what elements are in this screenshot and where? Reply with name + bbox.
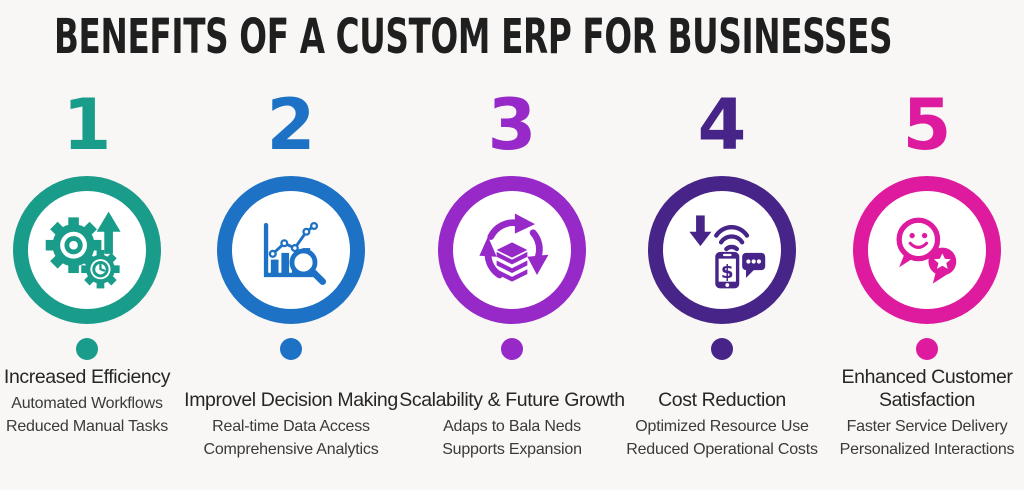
icon-circle-1 [13,176,161,324]
icon-circle-2 [217,176,365,324]
benefit-column-4: 4 $ Cost Reduction Optimized Resource Us… [602,0,842,490]
benefit-line: Automated Workflows [11,395,163,412]
benefit-line: Comprehensive Analytics [203,440,379,458]
benefit-text-4: Cost Reduction Optimized Resource Use Re… [602,389,842,461]
connector-dot-5 [916,338,938,360]
phone-dollar-wifi-chat-icon: $ [689,215,766,289]
benefit-line: Faster Service Delivery [846,418,1008,435]
step-number-4: 4 [697,84,747,166]
connector-dot-3 [501,338,523,360]
benefit-line: Reduced Manual Tasks [5,417,169,435]
icon-circle-5 [853,176,1001,324]
cycle-arrows-database-icon [479,213,549,282]
step-number-3: 3 [487,84,537,166]
benefit-line: Supports Expansion [442,440,582,458]
benefit-text-1: Increased Efficiency Automated Workflows… [0,366,207,438]
benefit-column-1: 1 [0,0,207,490]
benefit-line: Reduced Operational Costs [626,440,818,458]
benefit-line: Adaps to Bala Neds [443,418,581,435]
benefit-column-3: 3 Scalability & Future Growth Adaps to B… [392,0,632,490]
connector-dot-1 [76,338,98,360]
benefit-heading-1: Increased Efficiency [3,366,171,388]
connector-dot-2 [280,338,302,360]
connector-dot-4 [711,338,733,360]
step-number-1: 1 [62,84,112,166]
benefit-line: Personalized Interactions [839,440,1015,458]
benefit-text-3: Scalability & Future Growth Adaps to Bal… [392,389,632,461]
benefit-line: Real-time Data Access [212,418,370,435]
benefit-line: Optimized Resource Use [635,418,809,435]
benefit-heading-4: Cost Reduction [658,389,786,411]
benefit-column-2: 2 Improvel Decision Making Real-time Dat… [171,0,411,490]
benefit-heading-2: Improvel Decision Making [184,389,398,411]
page-title: BENEFITS OF A CUSTOM ERP FOR BUSINESSES [54,9,893,65]
smiley-star-chat-bubbles-icon [896,217,957,284]
benefit-heading-5: Enhanced Customer Satisfaction [841,366,1013,411]
benefit-text-2: Improvel Decision Making Real-time Data … [171,389,411,461]
gears-arrow-clock-icon [45,211,121,289]
bar-chart-magnifier-icon [263,221,327,286]
svg-text:$: $ [721,262,734,283]
benefit-column-5: 5 Enhanced Customer Satisfaction Faster … [807,0,1024,490]
step-number-5: 5 [902,84,952,166]
icon-circle-3 [438,176,586,324]
benefit-heading-3: Scalability & Future Growth [399,389,625,411]
benefit-text-5: Enhanced Customer Satisfaction Faster Se… [807,366,1024,461]
step-number-2: 2 [266,84,316,166]
icon-circle-4: $ [648,176,796,324]
